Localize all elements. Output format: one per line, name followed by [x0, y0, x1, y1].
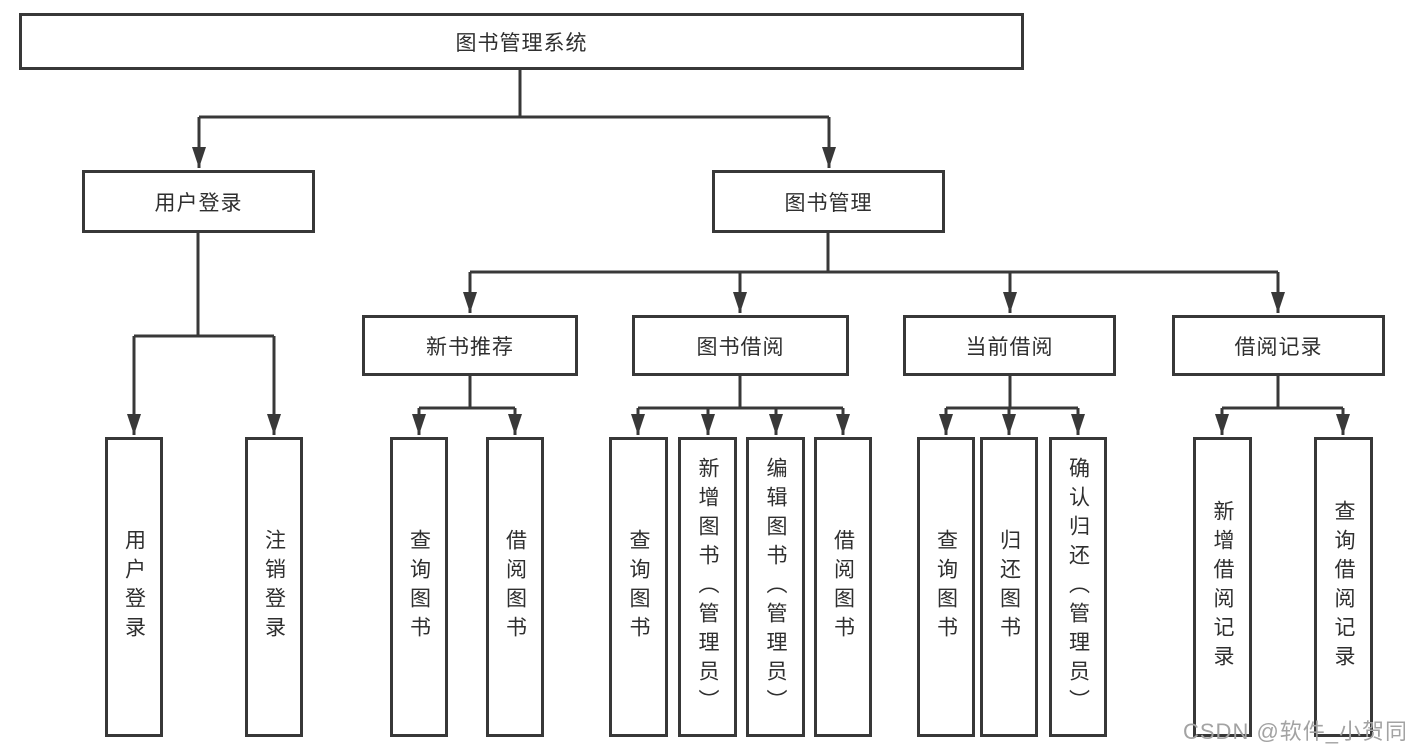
leaf-label: 注销登录 — [262, 529, 286, 645]
node-current-borrowing: 当前借阅 — [903, 315, 1116, 376]
leaf-label: 查询图书 — [407, 529, 431, 645]
leaf-logout: 注销登录 — [245, 437, 303, 737]
node-book-borrowing: 图书借阅 — [632, 315, 849, 376]
leaf-borrow-books-recommend: 借阅图书 — [486, 437, 544, 737]
leaf-add-borrow-record: 新增借阅记录 — [1193, 437, 1252, 737]
node-user-login: 用户登录 — [82, 170, 315, 233]
leaf-return-books: 归还图书 — [980, 437, 1038, 737]
leaf-label: 归还图书 — [997, 529, 1021, 645]
leaf-query-books-borrow: 查询图书 — [609, 437, 668, 737]
leaf-label: 借阅图书 — [831, 529, 855, 645]
leaf-borrow-books: 借阅图书 — [814, 437, 872, 737]
node-library-management-system: 图书管理系统 — [19, 13, 1024, 70]
leaf-label: 编辑图书（管理员） — [764, 456, 787, 718]
leaf-user-login: 用户登录 — [105, 437, 163, 737]
csdn-watermark: CSDN @软件_小贺同学 — [1183, 719, 1405, 744]
node-book-management: 图书管理 — [712, 170, 945, 233]
leaf-confirm-return-admin: 确认归还（管理员） — [1049, 437, 1107, 737]
node-new-book-recommendation: 新书推荐 — [362, 315, 578, 376]
leaf-label: 新增借阅记录 — [1211, 500, 1234, 674]
leaf-label: 新增图书（管理员） — [696, 456, 719, 718]
leaf-label: 用户登录 — [122, 529, 146, 645]
leaf-edit-books-admin: 编辑图书（管理员） — [746, 437, 805, 737]
leaf-label: 借阅图书 — [503, 529, 527, 645]
leaf-label: 查询图书 — [627, 529, 650, 645]
leaf-label: 查询图书 — [934, 529, 958, 645]
leaf-label: 查询借阅记录 — [1332, 500, 1355, 674]
leaf-add-books-admin: 新增图书（管理员） — [678, 437, 737, 737]
node-borrowing-records: 借阅记录 — [1172, 315, 1385, 376]
leaf-query-books-recommend: 查询图书 — [390, 437, 448, 737]
leaf-label: 确认归还（管理员） — [1066, 456, 1090, 718]
leaf-query-borrow-record: 查询借阅记录 — [1314, 437, 1373, 737]
leaf-query-books-current: 查询图书 — [917, 437, 975, 737]
